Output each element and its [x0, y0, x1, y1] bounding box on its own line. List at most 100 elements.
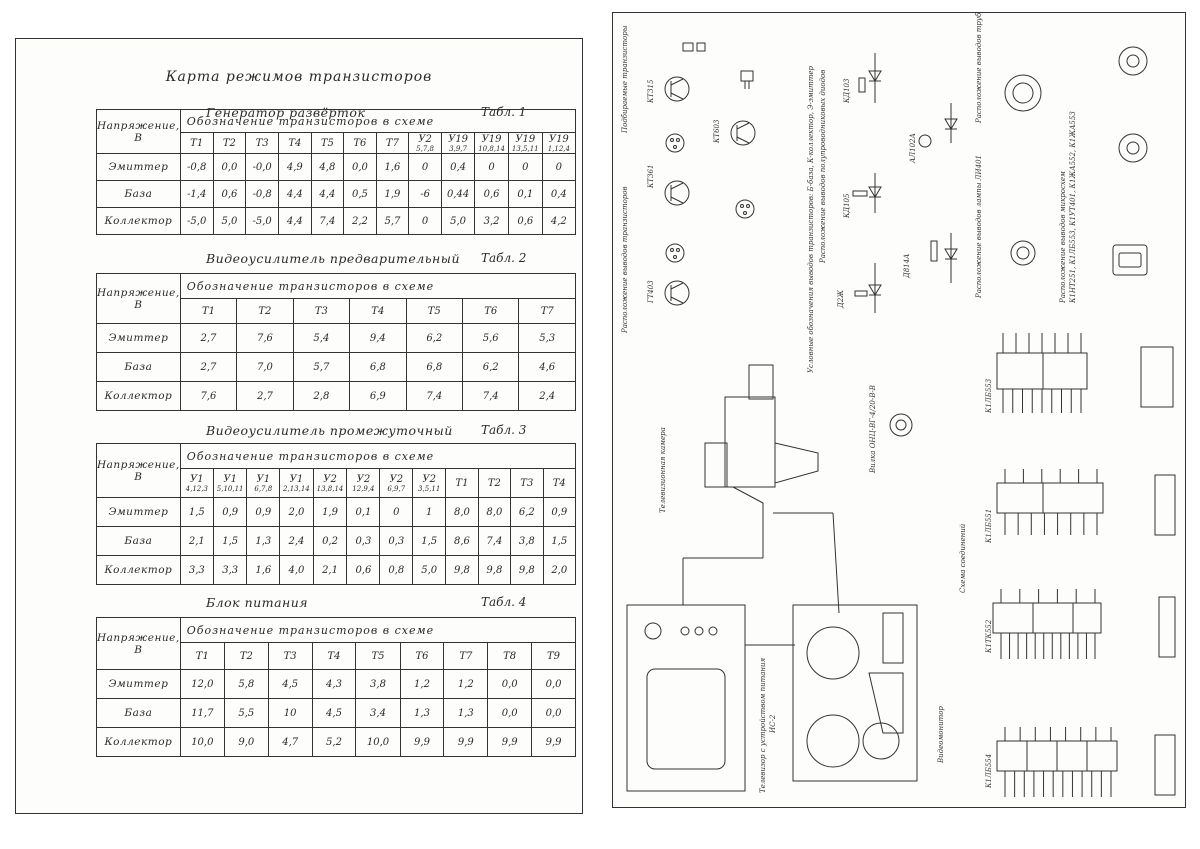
column-label: Т2 [487, 477, 501, 489]
column-header: Т3 [245, 132, 280, 154]
column-label: Т6 [353, 137, 367, 149]
group-header: Обозначение транзисторов в схеме [179, 617, 577, 643]
table-cell: 9,0 [223, 727, 269, 757]
table-cell: -5,0 [245, 207, 280, 235]
label-diode-d814: Д814А [903, 254, 911, 279]
column-header: Т7 [375, 132, 410, 154]
column-label: У2 [356, 473, 371, 485]
table-cell: 2,1 [312, 555, 348, 585]
table-cell: 0,4 [541, 180, 577, 208]
table-cell: 5,0 [212, 207, 247, 235]
column-label: У1 [256, 473, 271, 485]
table-cell: 7,0 [236, 352, 294, 382]
column-header: Т5 [405, 298, 464, 324]
column-header: Т4 [278, 132, 312, 154]
group-header: Обозначение транзисторов в схеме [179, 109, 577, 133]
table-cell: 2,7 [179, 352, 238, 382]
table-cell: 2,4 [279, 526, 314, 556]
row-label: Эмиттер [96, 669, 181, 699]
table-cell: 0,6 [212, 180, 247, 208]
table-cell: 7,4 [477, 526, 512, 556]
label-viewfinder: Телевизор с устройством питания [759, 657, 767, 793]
label-pinout-diodes: Расположение выводов полупроводниковых д… [819, 70, 827, 264]
table-cell: 1,9 [375, 180, 410, 208]
table-cell: 4,5 [311, 698, 357, 728]
column-pins: 3,5,11 [418, 484, 441, 493]
column-header: Т6 [461, 298, 520, 324]
column-label: Т2 [258, 305, 272, 317]
column-header: Т7 [443, 642, 489, 670]
row-label: Коллектор [96, 555, 181, 585]
table-cell: 4,5 [267, 669, 313, 699]
column-pins: 3,9,7 [449, 144, 467, 153]
table-title: Блок питания [206, 595, 309, 610]
table-cell: 5,7 [375, 207, 410, 235]
table-cell: -0,8 [245, 180, 280, 208]
column-label: У19 [481, 133, 502, 145]
table-cell: -0,0 [245, 153, 280, 181]
label-legend: Условные обозначения выводов транзисторо… [807, 65, 815, 373]
column-pins: 5,10,11 [216, 484, 244, 493]
column-label: Т3 [314, 305, 328, 317]
table-cell: 8,6 [445, 526, 479, 556]
table-cell: 1,3 [443, 698, 489, 728]
table-cell: 9,9 [531, 727, 576, 757]
table-cell: 1,6 [375, 153, 410, 181]
table-cell: 6,2 [461, 352, 520, 382]
table-cell: 0 [408, 207, 442, 235]
right-page: Подбираемые транзисторы Расположение выв… [612, 0, 1186, 808]
column-label: Т3 [520, 477, 534, 489]
row-label: Коллектор [96, 381, 181, 411]
table-cell: 0,0 [487, 698, 533, 728]
table-cell: 9,9 [487, 727, 533, 757]
label-substitutes: Подбираемые транзисторы [621, 25, 629, 134]
table-cell: 1 [412, 497, 447, 527]
column-header: Т7 [518, 298, 576, 324]
table-title: Видеоусилитель промежуточный [206, 423, 453, 438]
table-cell: 5,7 [292, 352, 351, 382]
table-cell: 5,8 [223, 669, 269, 699]
column-label: У1 [289, 473, 304, 485]
label-diode-kd103: КД103 [843, 78, 851, 104]
table-cell: 2,0 [542, 555, 577, 585]
table-number: Табл. 4 [481, 595, 527, 609]
table-cell: 3,8 [355, 669, 401, 699]
table-cell: 1,6 [246, 555, 281, 585]
table-cell: 0,8 [379, 555, 414, 585]
column-label: Т4 [327, 650, 341, 662]
row-label: Коллектор [96, 727, 181, 757]
table-cell: 9,8 [510, 555, 544, 585]
table-cell: 2,0 [279, 497, 314, 527]
label-chip-k1lb554: К1ЛБ554 [985, 754, 993, 789]
column-label: Т6 [484, 305, 498, 317]
row-header-label: Напряжение, В [96, 273, 181, 324]
row-label: База [96, 526, 181, 556]
table-cell: 3,3 [179, 555, 214, 585]
table-cell: 0,1 [507, 180, 543, 208]
label-pinout-tube: Расположение выводов трубки 6ЛО1И [975, 13, 983, 124]
table-cell: 2,2 [343, 207, 377, 235]
row-header-label: Напряжение, В [96, 443, 181, 498]
column-label: Т5 [320, 137, 334, 149]
label-pinout-lamp: Расположение выводов лампы ЛИ401 [975, 155, 983, 299]
column-pins: 6,7,8 [254, 484, 273, 493]
column-label: Т4 [552, 477, 566, 489]
table-cell: 4,4 [278, 207, 312, 235]
table-cell: 1,5 [212, 526, 248, 556]
table-cell: 10,0 [179, 727, 225, 757]
row-label: База [96, 180, 181, 208]
